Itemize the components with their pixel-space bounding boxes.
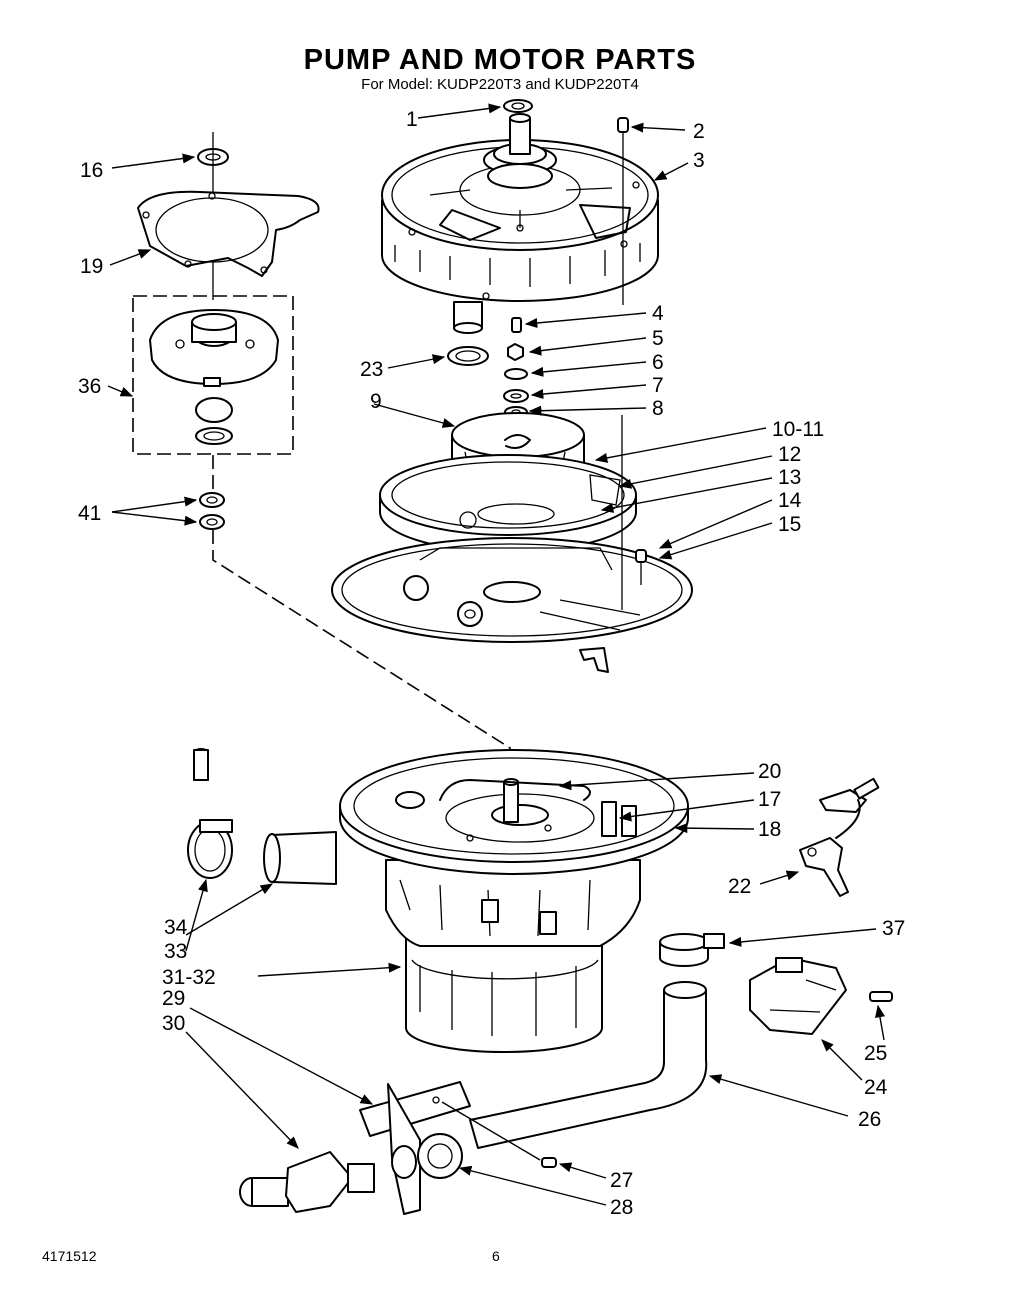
callout-27: 27 <box>610 1169 633 1192</box>
callout-7: 7 <box>652 374 664 397</box>
document-number: 4171512 <box>42 1248 97 1264</box>
callout-labels: 1 2 3 4 5 6 7 8 9 10-11 12 13 14 15 16 1… <box>78 108 905 1219</box>
callout-16: 16 <box>80 159 103 182</box>
callout-41: 41 <box>78 502 101 525</box>
callout-1: 1 <box>406 108 418 131</box>
pump-hub-part-36 <box>149 309 279 445</box>
clamp-part-34 <box>187 819 233 879</box>
kit-box-36 <box>132 295 294 455</box>
callout-8: 8 <box>652 397 664 420</box>
callout-25: 25 <box>864 1042 887 1065</box>
seal-part-23 <box>447 346 489 366</box>
callout-15: 15 <box>778 513 801 536</box>
callout-30: 30 <box>162 1012 185 1035</box>
callout-17: 17 <box>758 788 781 811</box>
callout-37: 37 <box>882 917 905 940</box>
callout-9: 9 <box>370 390 382 413</box>
callout-10-11: 10-11 <box>772 418 824 441</box>
pump-cover-plate <box>379 454 637 553</box>
fitting-part-30 <box>239 1151 375 1213</box>
leader-lines <box>107 103 885 1206</box>
callout-26: 26 <box>858 1108 881 1131</box>
callout-24: 24 <box>864 1076 888 1099</box>
callout-28: 28 <box>610 1196 633 1219</box>
hose-part-26 <box>469 981 708 1149</box>
post-left <box>193 749 209 781</box>
clamp-part-37 <box>659 933 725 967</box>
callout-14: 14 <box>778 489 802 512</box>
pump-base-plate <box>331 537 693 673</box>
callout-2: 2 <box>693 120 705 143</box>
seals-part-41 <box>199 492 225 530</box>
valve-part-28 <box>391 1133 463 1179</box>
callout-29: 29 <box>162 987 185 1010</box>
model-subtitle: For Model: KUDP220T3 and KUDP220T4 <box>361 76 639 93</box>
page-number: 6 <box>492 1248 500 1264</box>
callout-4: 4 <box>652 302 664 325</box>
hardware-stack-4-8 <box>503 317 529 418</box>
screw-part-27 <box>541 1157 557 1168</box>
washer-part-1 <box>503 99 533 113</box>
pump-motor-assembly <box>193 748 689 1053</box>
callout-5: 5 <box>652 327 664 350</box>
screw-part-25 <box>869 991 893 1002</box>
callout-34: 34 <box>164 916 188 939</box>
callout-18: 18 <box>758 818 781 841</box>
sensor-part-22 <box>799 777 880 897</box>
screw-part-15 <box>635 549 647 585</box>
callout-36: 36 <box>78 375 101 398</box>
callout-33: 33 <box>164 940 187 963</box>
callout-12: 12 <box>778 443 801 466</box>
callout-19: 19 <box>80 255 103 278</box>
bolt-part-2 <box>617 117 629 305</box>
callout-22: 22 <box>728 875 751 898</box>
solenoid-part-24 <box>749 957 847 1035</box>
motor-housing-part <box>381 113 659 334</box>
callout-20: 20 <box>758 760 781 783</box>
callout-13: 13 <box>778 466 801 489</box>
callout-23: 23 <box>360 358 383 381</box>
gasket-part-19 <box>137 190 320 277</box>
diagram-title: PUMP AND MOTOR PARTS <box>303 44 697 76</box>
callout-31-32: 31-32 <box>162 966 216 989</box>
callout-6: 6 <box>652 351 664 374</box>
callout-3: 3 <box>693 149 705 172</box>
